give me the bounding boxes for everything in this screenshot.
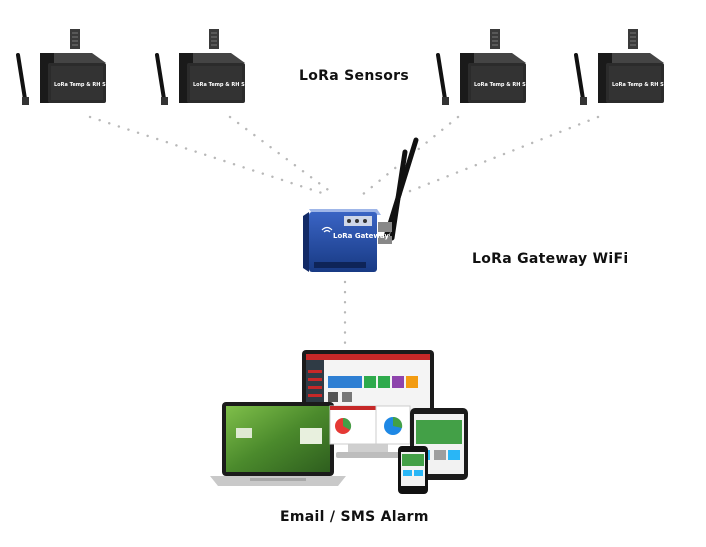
lora-gateway: LoRa Gateway: [303, 137, 419, 272]
svg-text:LoRa Gateway: LoRa Gateway: [333, 232, 389, 240]
svg-text:LoRa Temp & RH Sensor: LoRa Temp & RH Sensor: [54, 82, 122, 88]
email-sms-alarm-label: Email / SMS Alarm: [280, 509, 429, 525]
phone: [398, 446, 428, 494]
svg-text:LoRa Temp & RH Sensor: LoRa Temp & RH Sensor: [474, 82, 542, 88]
laptop: [210, 402, 346, 486]
lora-sensor-3: LoRa Temp & RH Sensor: [436, 27, 542, 107]
lora-sensors-label: LoRa Sensors: [299, 68, 409, 84]
svg-text:LoRa Temp & RH Sensor: LoRa Temp & RH Sensor: [193, 82, 261, 88]
lora-sensor-4: LoRa Temp & RH Sensor: [574, 27, 680, 107]
svg-text:LoRa Temp & RH Sensor: LoRa Temp & RH Sensor: [612, 82, 680, 88]
dashboard-panel: [329, 405, 411, 445]
dashboard-devices: [210, 350, 468, 494]
lora-sensor-2: LoRa Temp & RH Sensor: [155, 27, 261, 107]
lora-gateway-label: LoRa Gateway WiFi: [472, 251, 629, 267]
lora-sensor-1: LoRa Temp & RH Sensor: [16, 27, 122, 107]
